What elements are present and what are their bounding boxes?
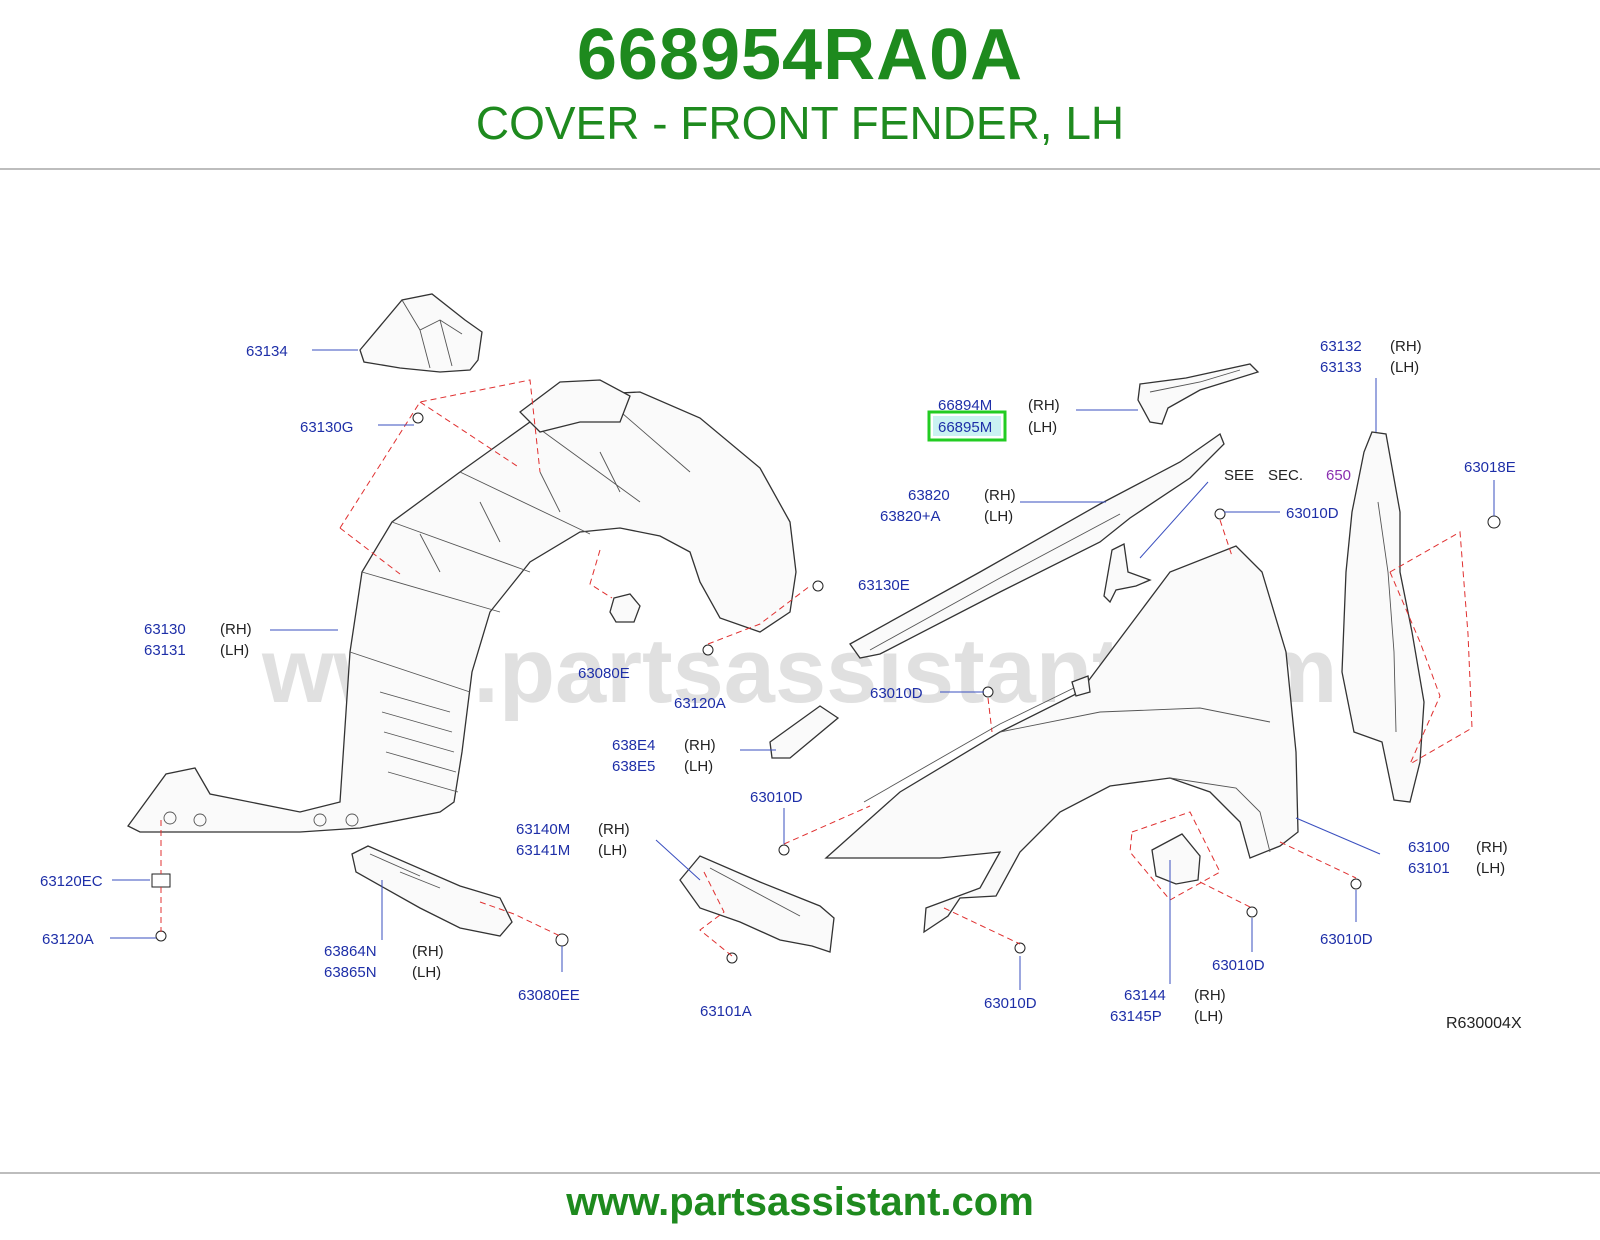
screw-63010D-b-drawing bbox=[982, 686, 994, 698]
callout-63010D-c[interactable]: 63010D bbox=[750, 789, 803, 806]
sec-label: SEC. bbox=[1268, 467, 1303, 484]
callout-63820A[interactable]: 63820+A bbox=[880, 508, 940, 525]
screw-63010D-f-drawing bbox=[1350, 878, 1362, 890]
callout-63130[interactable]: 63130 bbox=[144, 621, 186, 638]
callout-63101A[interactable]: 63101A bbox=[700, 1003, 752, 1020]
callout-63131[interactable]: 63131 bbox=[144, 642, 186, 659]
part-number-title: 668954RA0A bbox=[576, 15, 1024, 95]
clip-63130G-drawing bbox=[412, 412, 424, 424]
seal-63820-drawing bbox=[849, 432, 1225, 659]
insulator-63134-drawing bbox=[359, 293, 483, 373]
callout-63010D-a[interactable]: 63010D bbox=[1286, 505, 1339, 522]
splash-guard-63864N-drawing bbox=[351, 845, 513, 937]
callout-63820A-side: (LH) bbox=[984, 508, 1013, 525]
screw-63120A-drawing bbox=[155, 930, 167, 942]
clip-63130E-drawing bbox=[812, 580, 824, 592]
header: 668954RA0A COVER - FRONT FENDER, LH bbox=[0, 0, 1600, 168]
callout-63144-side: (RH) bbox=[1194, 987, 1226, 1004]
screw-63010D-d-drawing bbox=[1014, 942, 1026, 954]
clip-63120EC-drawing bbox=[151, 873, 171, 888]
callout-63010D-b[interactable]: 63010D bbox=[870, 685, 923, 702]
callout-63101-side: (LH) bbox=[1476, 860, 1505, 877]
callout-63130G[interactable]: 63130G bbox=[300, 419, 353, 436]
callout-63120EC[interactable]: 63120EC bbox=[40, 873, 103, 890]
screw-63010D-e-drawing bbox=[1246, 906, 1258, 918]
figure-code: R630004X bbox=[1446, 1015, 1522, 1032]
screw-63010D-c-drawing bbox=[778, 844, 790, 856]
callout-63080EE[interactable]: 63080EE bbox=[518, 987, 580, 1004]
leader-lines bbox=[110, 349, 1495, 990]
callout-63101[interactable]: 63101 bbox=[1408, 860, 1450, 877]
callout-63120A-mid[interactable]: 63120A bbox=[674, 695, 726, 712]
callout-66894M[interactable]: 66894M bbox=[938, 397, 992, 414]
clip-63080E-drawing bbox=[609, 593, 641, 623]
callout-63820[interactable]: 63820 bbox=[908, 487, 950, 504]
see-section-reference[interactable]: SEE SEC. 650 bbox=[1224, 467, 1351, 484]
see-label: SEE bbox=[1224, 467, 1254, 484]
callout-63140M[interactable]: 63140M bbox=[516, 821, 570, 838]
callout-63864N[interactable]: 63864N bbox=[324, 943, 377, 960]
callout-63080E[interactable]: 63080E bbox=[578, 665, 630, 682]
assembly-lines-right bbox=[699, 519, 1473, 957]
callout-63010D-d[interactable]: 63010D bbox=[984, 995, 1037, 1012]
callout-63141M[interactable]: 63141M bbox=[516, 842, 570, 859]
callout-63865N-side: (LH) bbox=[412, 964, 441, 981]
callout-63133-side: (LH) bbox=[1390, 359, 1419, 376]
screw-63120A-mid-drawing bbox=[702, 644, 714, 656]
callout-63145P[interactable]: 63145P bbox=[1110, 1008, 1162, 1025]
callout-63120A-left[interactable]: 63120A bbox=[42, 931, 94, 948]
callout-63010D-e[interactable]: 63010D bbox=[1212, 957, 1265, 974]
parts-diagram: www.partsassistant.com bbox=[0, 272, 1600, 1080]
callout-63133[interactable]: 63133 bbox=[1320, 359, 1362, 376]
bracket-63144-drawing bbox=[1151, 833, 1201, 885]
clip-63018E-drawing bbox=[1487, 515, 1501, 529]
callout-labels[interactable]: 63134 63130G 63130 (RH) 63131 (LH) 63120… bbox=[40, 338, 1516, 1025]
callout-638E5-side: (LH) bbox=[684, 758, 713, 775]
protector-638E4-drawing bbox=[769, 705, 840, 759]
bottom-divider bbox=[0, 1172, 1600, 1174]
callout-63131-side: (LH) bbox=[220, 642, 249, 659]
callout-66894M-side: (RH) bbox=[1028, 397, 1060, 414]
highlighted-part-fill bbox=[933, 416, 1001, 436]
fasteners-right bbox=[726, 508, 1362, 964]
footer-url[interactable]: www.partsassistant.com bbox=[566, 1180, 1034, 1224]
callout-63141M-side: (LH) bbox=[598, 842, 627, 859]
callout-63132-side: (RH) bbox=[1390, 338, 1422, 355]
fender-liner-63130-drawing bbox=[127, 379, 797, 833]
callout-638E4[interactable]: 638E4 bbox=[612, 737, 655, 754]
clip-63080EE-drawing bbox=[555, 933, 569, 947]
callout-63864N-side: (RH) bbox=[412, 943, 444, 960]
assembly-lines-left bbox=[160, 379, 811, 937]
callout-63865N[interactable]: 63865N bbox=[324, 964, 377, 981]
screw-63101A-drawing bbox=[726, 952, 738, 964]
callout-63140M-side: (RH) bbox=[598, 821, 630, 838]
callout-63134[interactable]: 63134 bbox=[246, 343, 288, 360]
callout-66895M[interactable]: 66895M bbox=[938, 419, 992, 436]
fender-cover-66895M-drawing bbox=[1137, 363, 1260, 425]
top-divider bbox=[0, 168, 1600, 170]
front-fender-63100-drawing bbox=[824, 545, 1299, 934]
callout-63100[interactable]: 63100 bbox=[1408, 839, 1450, 856]
highlighted-part-box bbox=[927, 410, 1007, 442]
fasteners-left bbox=[151, 412, 824, 947]
cover-63132-drawing bbox=[1341, 431, 1501, 803]
diagram-canvas: www.partsassistant.com bbox=[40, 293, 1522, 1032]
part-description: COVER - FRONT FENDER, LH bbox=[475, 97, 1125, 149]
callout-63100-side: (RH) bbox=[1476, 839, 1508, 856]
callout-638E5[interactable]: 638E5 bbox=[612, 758, 655, 775]
screw-63010D-a-drawing bbox=[1214, 508, 1226, 520]
callout-63018E[interactable]: 63018E bbox=[1464, 459, 1516, 476]
callout-63820-side: (RH) bbox=[984, 487, 1016, 504]
callout-63144[interactable]: 63144 bbox=[1124, 987, 1166, 1004]
callout-63130-side: (RH) bbox=[220, 621, 252, 638]
callout-638E4-side: (RH) bbox=[684, 737, 716, 754]
section-number-link[interactable]: 650 bbox=[1326, 467, 1351, 484]
callout-63132[interactable]: 63132 bbox=[1320, 338, 1362, 355]
bracket-63140M-drawing bbox=[679, 855, 835, 953]
callout-63010D-f[interactable]: 63010D bbox=[1320, 931, 1373, 948]
callout-66895M-side: (LH) bbox=[1028, 419, 1057, 436]
callout-63145P-side: (LH) bbox=[1194, 1008, 1223, 1025]
callout-63130E[interactable]: 63130E bbox=[858, 577, 910, 594]
